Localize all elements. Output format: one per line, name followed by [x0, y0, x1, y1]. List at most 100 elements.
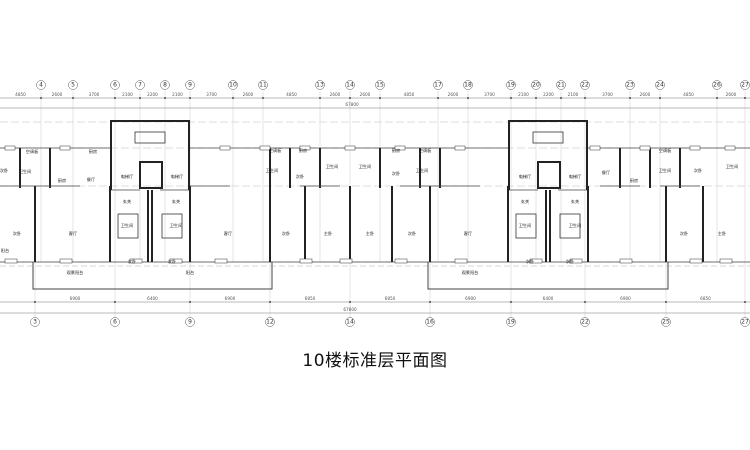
dimension-tick: [379, 97, 381, 99]
room-label: 玄关: [521, 198, 529, 205]
dimension-tick: [744, 97, 746, 99]
axis-bubble: [712, 80, 722, 90]
window: [689, 258, 703, 264]
wall: [702, 186, 704, 262]
room-label: 卫生间: [19, 168, 32, 175]
window: [344, 145, 356, 151]
wall: [147, 190, 149, 262]
room-label: 厨房: [299, 147, 307, 154]
axis-label: 13: [316, 82, 324, 89]
wall: [587, 186, 589, 262]
dimension-label: 6900: [70, 296, 81, 301]
window: [4, 145, 16, 151]
dimension-label: 2600: [330, 92, 341, 97]
dimension-tick: [665, 301, 667, 303]
room-label: 次卧: [408, 230, 416, 237]
room-label: 客厅: [224, 230, 232, 237]
dimension-tick: [114, 97, 116, 99]
dimension-tick: [72, 97, 74, 99]
axis-bubble: [463, 80, 473, 90]
wall: [269, 186, 271, 262]
axis-bubble: [661, 317, 671, 327]
room-label: 卫生间: [569, 222, 582, 229]
axis-bubble: [135, 80, 145, 90]
window: [529, 258, 543, 264]
axis-label: 27: [741, 82, 749, 89]
dimension-label: 2600: [726, 92, 737, 97]
window: [59, 258, 73, 264]
stair-core: [139, 161, 163, 189]
room-label: 次卧: [296, 173, 304, 180]
axis-bubble: [506, 317, 516, 327]
dimension-tick: [40, 97, 42, 99]
dimension-label: 4850: [404, 92, 415, 97]
dimension-label: 3700: [602, 92, 613, 97]
window: [259, 145, 271, 151]
axis-bubble: [625, 80, 635, 90]
room-label: 次卧: [282, 230, 290, 237]
dimension-tick: [535, 97, 537, 99]
axis-bubble: [556, 80, 566, 90]
room-label: 空调板: [419, 147, 432, 154]
wall: [151, 190, 153, 262]
dimension-label: 2600: [448, 92, 459, 97]
axis-label: 6: [113, 319, 117, 326]
wall: [429, 186, 431, 262]
axis-bubble: [345, 80, 355, 90]
wall: [110, 120, 112, 190]
dimension-label: 6850: [700, 296, 711, 301]
room-label: 餐厅: [87, 176, 95, 183]
balcony-outline: [32, 262, 273, 290]
window: [394, 258, 408, 264]
dimension-tick: [510, 301, 512, 303]
axis-label: 9: [188, 319, 192, 326]
wall: [391, 186, 393, 262]
axis-label: 10: [229, 82, 237, 89]
window: [454, 258, 468, 264]
balcony-outline: [427, 262, 669, 290]
dimension-tick: [716, 97, 718, 99]
axis-label: 24: [656, 82, 664, 89]
bathroom-box: [161, 213, 183, 239]
axis-label: 20: [532, 82, 540, 89]
elevator-shaft: [134, 131, 166, 144]
axis-label: 5: [71, 82, 75, 89]
axis-label: 9: [188, 82, 192, 89]
dimension-label: 2100: [518, 92, 529, 97]
dimension-label: 6900: [225, 296, 236, 301]
wall: [289, 148, 291, 188]
axis-label: 14: [346, 319, 354, 326]
room-label: 次卧: [694, 167, 702, 174]
window: [339, 258, 353, 264]
total-dimension-label: 67800: [345, 102, 359, 107]
wall: [379, 148, 381, 188]
room-label: 电梯厅: [569, 173, 582, 180]
dimension-label: 2600: [640, 92, 651, 97]
axis-bubble: [68, 80, 78, 90]
axis-bubble: [36, 80, 46, 90]
window: [724, 145, 736, 151]
window: [129, 258, 143, 264]
room-label: 次卧: [13, 230, 21, 237]
axis-bubble: [580, 317, 590, 327]
dimension-label: 2100: [122, 92, 133, 97]
axis-bubble: [228, 80, 238, 90]
dimension-tick: [560, 97, 562, 99]
axis-label: 22: [581, 319, 589, 326]
room-label: 次卧: [680, 230, 688, 237]
room-label: 卫生间: [170, 222, 183, 229]
room-labels: 空调板厨房次卧卫生间厨房餐厅次卧客厅电梯厅电梯厅玄关玄关卫生间卫生间次卧次卧客厅…: [0, 147, 738, 276]
wall: [188, 120, 190, 190]
window: [569, 258, 583, 264]
dimension-label: 2600: [243, 92, 254, 97]
axis-bubble: [345, 317, 355, 327]
dimension-tick: [34, 301, 36, 303]
axis-label: 7: [138, 82, 142, 89]
bathroom-box: [515, 213, 537, 239]
dimension-label: 2200: [543, 92, 554, 97]
dimension-tick: [189, 301, 191, 303]
dimension-label: 2200: [147, 92, 158, 97]
stair-core: [537, 161, 561, 189]
axis-label: 15: [376, 82, 384, 89]
